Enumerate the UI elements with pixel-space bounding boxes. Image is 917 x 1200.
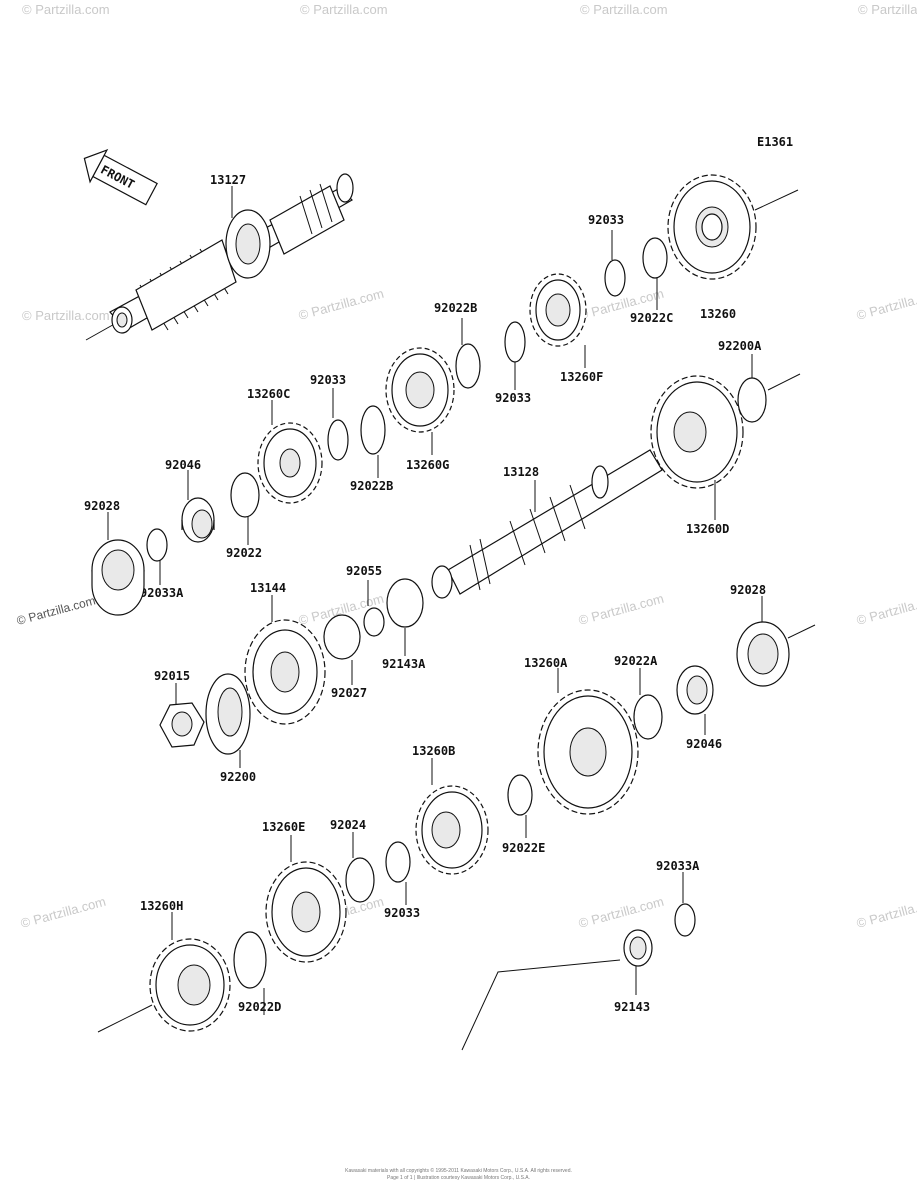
part-label[interactable]: 92024 xyxy=(330,818,366,832)
part-label[interactable]: 13260B xyxy=(412,744,455,758)
part-label[interactable]: 92143A xyxy=(382,657,426,671)
output-shaft-13128 xyxy=(431,449,663,599)
part-label[interactable]: 92028 xyxy=(84,499,120,513)
o-ring-92055 xyxy=(363,607,385,637)
bearing-92028 xyxy=(736,621,816,687)
gear-13260G xyxy=(385,347,455,433)
washer-92022B xyxy=(455,343,481,389)
washer-92022C xyxy=(642,237,668,279)
part-label[interactable]: 13260H xyxy=(140,899,183,913)
washer-92022B xyxy=(360,405,386,455)
gear-13260B xyxy=(415,785,489,875)
part-label[interactable]: 92022B xyxy=(350,479,393,493)
washer-92022E xyxy=(507,774,533,816)
part-label[interactable]: 92200A xyxy=(718,339,762,353)
collar-92143A xyxy=(386,578,424,628)
part-label[interactable]: 13260E xyxy=(262,820,305,834)
part-label[interactable]: 92033 xyxy=(310,373,346,387)
input-shaft-13127 xyxy=(85,173,354,341)
gear-13260F xyxy=(529,273,587,347)
watermark-text: © Partzilla.com xyxy=(855,286,917,323)
part-label[interactable]: 13260A xyxy=(524,656,568,670)
watermark-text: © Partzilla.com xyxy=(580,2,668,17)
watermark-text: © Partzilla.com xyxy=(577,591,666,628)
part-label[interactable]: 13260D xyxy=(686,522,729,536)
part-label[interactable]: 13260 xyxy=(700,307,736,321)
watermark-text: © Partzilla.com xyxy=(22,2,110,17)
part-label[interactable]: 13128 xyxy=(503,465,539,479)
part-label[interactable]: 92033A xyxy=(140,586,184,600)
watermark-text: © Partzilla.com xyxy=(15,593,97,627)
watermark-text: © Partzilla.com xyxy=(855,591,917,628)
circlip-92033 xyxy=(385,841,411,883)
part-label[interactable]: 92022C xyxy=(630,311,673,325)
gear-13260A xyxy=(537,689,639,815)
circlip-92033 xyxy=(327,419,349,461)
nut-92015 xyxy=(159,702,205,748)
washer-92200A xyxy=(737,377,767,423)
part-label[interactable]: 92028 xyxy=(730,583,766,597)
washer-92022 xyxy=(230,472,260,518)
needle-bearing-92046 xyxy=(181,497,215,543)
copyright-line: Page 1 of 1 | Illustration courtesy Kawa… xyxy=(386,1175,531,1181)
part-label[interactable]: 92022E xyxy=(502,841,545,855)
circlip-92033 xyxy=(604,259,626,297)
axis-leaders xyxy=(461,959,621,1051)
watermark-text: © Partzilla.com xyxy=(297,286,386,323)
part-label[interactable]: 92022B xyxy=(434,301,477,315)
diagram-code: E1361 xyxy=(757,135,793,149)
watermark-text: © Partzilla.com xyxy=(858,2,917,17)
needle-bearing-92046 xyxy=(676,665,714,715)
gear-13260H xyxy=(97,938,231,1033)
circlip-92033A xyxy=(674,903,696,937)
gear-13260 xyxy=(667,174,799,280)
gear-13260E xyxy=(265,861,347,963)
watermark-text: © Partzilla.com xyxy=(855,894,917,931)
watermark-text: © Partzilla.com xyxy=(577,894,666,931)
circlip-92033A xyxy=(146,528,168,562)
part-label[interactable]: 92022D xyxy=(238,1000,281,1014)
gear-13260C xyxy=(257,422,323,504)
part-label[interactable]: 13144 xyxy=(250,581,286,595)
washer-92024 xyxy=(345,857,375,903)
bearing-92028 xyxy=(91,539,145,616)
part-label[interactable]: 92033 xyxy=(495,391,531,405)
part-label[interactable]: 92200 xyxy=(220,770,256,784)
part-label[interactable]: 92046 xyxy=(686,737,722,751)
watermark-text: © Partzilla.com xyxy=(300,2,388,17)
part-label[interactable]: 92015 xyxy=(154,669,190,683)
watermark-text: © Partzilla.com xyxy=(19,894,108,931)
washer-92022D xyxy=(233,931,267,989)
collar-92143 xyxy=(623,929,653,967)
sprocket-13144 xyxy=(244,619,326,725)
gear-13260D xyxy=(650,375,744,489)
part-label[interactable]: 92027 xyxy=(331,686,367,700)
part-label[interactable]: 92022 xyxy=(226,546,262,560)
part-label[interactable]: 92022A xyxy=(614,654,658,668)
collar-92027 xyxy=(323,614,361,660)
part-label[interactable]: 13260F xyxy=(560,370,603,384)
front-arrow-icon: FRONT xyxy=(83,148,158,206)
watermark-text: © Partzilla.com xyxy=(22,308,110,323)
part-label[interactable]: 13127 xyxy=(210,173,246,187)
part-label[interactable]: 92033A xyxy=(656,859,700,873)
part-label[interactable]: 13260C xyxy=(247,387,290,401)
circlip-92033 xyxy=(504,321,526,363)
part-label[interactable]: 92055 xyxy=(346,564,382,578)
copyright-line: Kawasaki materials with all copyrights ©… xyxy=(345,1168,572,1174)
washer-92022A xyxy=(633,694,663,740)
part-label[interactable]: 92046 xyxy=(165,458,201,472)
part-label[interactable]: 92033 xyxy=(588,213,624,227)
part-label[interactable]: 13260G xyxy=(406,458,449,472)
part-label[interactable]: 92143 xyxy=(614,1000,650,1014)
part-label[interactable]: 92033 xyxy=(384,906,420,920)
